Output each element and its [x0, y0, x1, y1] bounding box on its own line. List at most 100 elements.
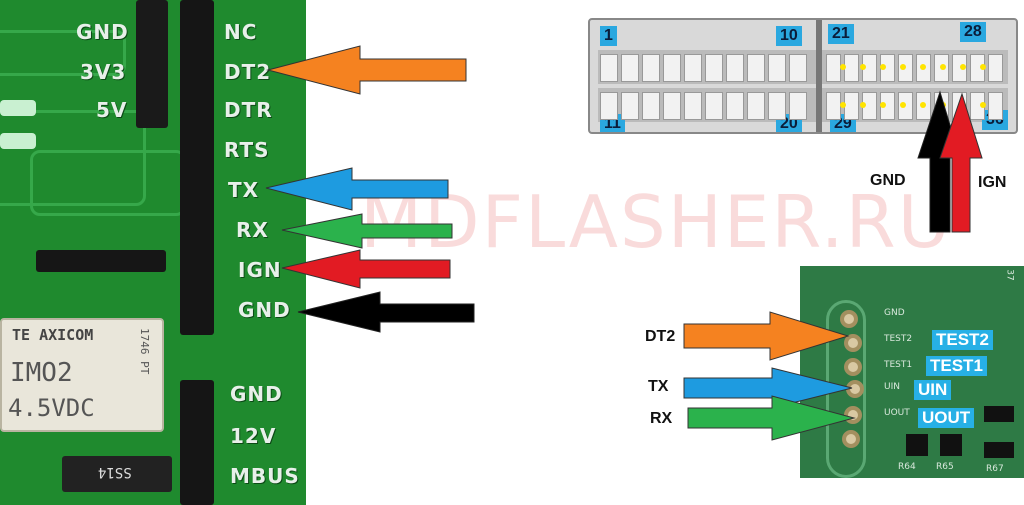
- connector-cell: [789, 92, 807, 120]
- pin-dot: [840, 64, 846, 70]
- pin-number-1: 1: [600, 26, 617, 46]
- pin-label-12v: 12V: [230, 424, 277, 448]
- smd-component: [984, 406, 1014, 422]
- smd-component: [906, 434, 928, 456]
- wire-label-gnd: GND: [870, 172, 906, 189]
- connector-cell: [988, 92, 1003, 120]
- arrow-tx-right: [683, 367, 853, 409]
- pin-label-nc: NC: [224, 20, 258, 44]
- pin-header: [180, 0, 214, 335]
- relay-brand: TE AXICOM: [12, 326, 94, 344]
- arrow-gnd-left: [297, 291, 475, 333]
- pin-dot: [860, 64, 866, 70]
- relay-voltage: 4.5VDC: [8, 394, 95, 422]
- led-indicator: [0, 133, 36, 149]
- pin-label-mbus: MBUS: [230, 464, 300, 488]
- relay-model: IMO2: [10, 358, 73, 388]
- connector-divider: [816, 20, 822, 132]
- pin-dot: [900, 64, 906, 70]
- tag-test2: TEST2: [932, 330, 993, 350]
- connector-cell: [600, 54, 618, 82]
- pin-label-gnd: GND: [238, 298, 291, 322]
- arrow-dt2-left: [266, 45, 467, 95]
- pin-number-28: 28: [960, 22, 986, 42]
- relay-code: 1746 PT: [138, 328, 151, 375]
- diode-component: SS14: [62, 456, 172, 492]
- test-pad: [840, 310, 858, 328]
- component-label-r67: R67: [986, 464, 1004, 474]
- pin-dot: [900, 102, 906, 108]
- arrow-ign-up: [939, 92, 983, 233]
- connector-cell: [621, 54, 639, 82]
- connector-cell: [642, 92, 660, 120]
- pin-dot: [920, 102, 926, 108]
- watermark-text: MDFLASHER.RU: [360, 180, 953, 264]
- pin-label-dt2: DT2: [224, 60, 272, 84]
- header-label-gnd: GND: [76, 20, 129, 44]
- test-pad: [844, 358, 862, 376]
- pin-label-rts: RTS: [224, 138, 270, 162]
- jumper-block: [36, 250, 166, 272]
- connector-cell: [768, 92, 786, 120]
- arrow-rx-left: [281, 213, 453, 249]
- led-indicator: [0, 100, 36, 116]
- arrow-dt2-right: [683, 311, 850, 361]
- pin-label-dtr: DTR: [224, 98, 273, 122]
- silk-uout: UOUT: [884, 408, 910, 418]
- connector-cell: [621, 92, 639, 120]
- adapter-board-photo: GND 3V3 5V NC DT2 DTR RTS TX RX IGN GND …: [0, 0, 306, 505]
- connector-cell: [952, 54, 967, 82]
- connector-cell: [747, 54, 765, 82]
- pin-dot: [980, 102, 986, 108]
- tag-uout: UOUT: [918, 408, 975, 428]
- pin-number-21: 21: [828, 24, 854, 44]
- pin-dot: [940, 64, 946, 70]
- connector-cell: [684, 92, 702, 120]
- connector-cell: [747, 92, 765, 120]
- side-label-dt2: DT2: [645, 328, 676, 345]
- connector-cell: [663, 92, 681, 120]
- ecu-board-photo: GND TEST2 TEST1 UIN UOUT TEST2 TEST1 UIN…: [800, 266, 1024, 478]
- silk-gnd: GND: [884, 308, 905, 318]
- component-label-r65: R65: [936, 462, 954, 472]
- header-label-3v3: 3V3: [80, 60, 127, 84]
- connector-cell: [684, 54, 702, 82]
- pcb-trace: [0, 30, 126, 76]
- pin-dot: [840, 102, 846, 108]
- pin-dot: [880, 64, 886, 70]
- connector-cell: [726, 54, 744, 82]
- connector-cell: [600, 92, 618, 120]
- pin-label-ign: IGN: [238, 258, 282, 282]
- ecu-connector-photo: 1 10 21 28 11 20 29 36: [588, 18, 1018, 134]
- relay-component: TE AXICOM IMO2 4.5VDC 1746 PT: [0, 318, 164, 432]
- connector-cell: [726, 92, 744, 120]
- pin-dot: [920, 64, 926, 70]
- pin-label-tx: TX: [228, 178, 260, 202]
- power-header: [180, 380, 214, 505]
- header-label-5v: 5V: [96, 98, 128, 122]
- pin-label-gnd-power: GND: [230, 382, 283, 406]
- pin-dot: [980, 64, 986, 70]
- pin-dot: [880, 102, 886, 108]
- tag-uin: UIN: [914, 380, 952, 400]
- side-label-rx: RX: [650, 410, 673, 427]
- pin-label-rx: RX: [236, 218, 269, 242]
- connector-cell: [705, 92, 723, 120]
- connector-cell: [789, 54, 807, 82]
- connector-cell: [705, 54, 723, 82]
- silk-test2: TEST2: [884, 334, 913, 344]
- pcb-trace: [0, 110, 146, 206]
- pin-dot: [960, 64, 966, 70]
- arrow-rx-right: [687, 395, 856, 441]
- connector-cell: [768, 54, 786, 82]
- arrow-ign-left: [281, 249, 451, 289]
- connector-cell: [663, 54, 681, 82]
- connector-cell: [988, 54, 1003, 82]
- arrow-tx-left: [265, 167, 449, 211]
- wire-label-ign: IGN: [978, 174, 1007, 191]
- silk-test1: TEST1: [884, 360, 913, 370]
- silk-uin: UIN: [884, 382, 900, 392]
- pin-number-10: 10: [776, 26, 802, 46]
- test-pad: [844, 334, 862, 352]
